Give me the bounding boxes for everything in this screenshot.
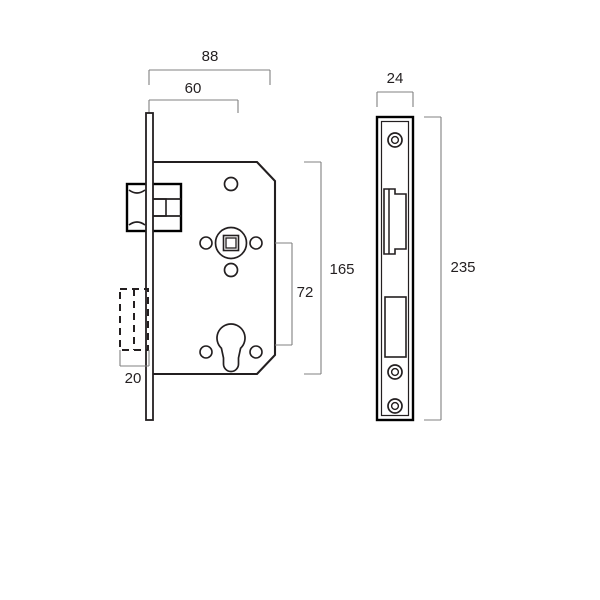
dimension-line-24 — [376, 91, 414, 107]
dimension-faceplate-offset: 20 — [119, 350, 150, 387]
dimension-faceplate-width: 24 — [376, 70, 414, 107]
faceplate-screw-hole-lower-inner — [390, 367, 400, 377]
euro-cylinder-keyhole — [216, 323, 246, 373]
deadbolt-bottom-curve — [128, 221, 146, 226]
dimension-faceplate-height: 235 — [424, 116, 476, 421]
side-view-faceplate — [375, 115, 415, 422]
faceplate-latch-aperture — [383, 188, 407, 255]
spindle-square-inner — [225, 237, 237, 249]
faceplate-screw-hole-bottom-inner — [390, 401, 400, 411]
dimension-label-centres: 72 — [297, 284, 314, 301]
faceplate-strip-front — [145, 112, 154, 421]
dimension-line-88 — [148, 69, 271, 85]
spindle-follower — [214, 226, 248, 260]
dimension-line-235 — [424, 116, 442, 421]
dimension-case-height: 165 — [304, 161, 355, 375]
deadbolt-top-curve — [128, 189, 146, 194]
dimension-label-case-height: 165 — [329, 261, 354, 278]
case-fixing-holes — [199, 176, 263, 359]
dimension-label-backset: 60 — [185, 80, 202, 97]
fixing-hole-top — [223, 176, 239, 192]
faceplate-strip — [145, 112, 154, 421]
dimension-label-faceplate-offset: 20 — [125, 370, 142, 387]
fixing-hole-left-cylinder — [199, 345, 213, 359]
fixing-hole-right-spindle — [249, 236, 263, 250]
fixing-hole-right-cylinder — [249, 345, 263, 359]
dimension-label-faceplate-width: 24 — [387, 70, 404, 87]
dimension-line-165 — [304, 161, 322, 375]
dimension-line-72 — [275, 242, 293, 346]
faceplate-deadbolt-aperture — [384, 296, 407, 358]
faceplate-offset-indicator — [119, 288, 149, 351]
dimension-case-width: 88 — [148, 48, 271, 85]
dimension-label-case-width: 88 — [202, 48, 219, 65]
keyhole-profile — [216, 323, 246, 373]
dimension-label-faceplate-height: 235 — [450, 259, 475, 276]
dimension-line-20 — [119, 350, 150, 367]
dimension-backset: 60 — [148, 80, 239, 113]
dimension-line-60 — [148, 99, 239, 113]
fixing-hole-middle — [223, 262, 239, 278]
dimension-centres: 72 — [275, 242, 314, 346]
fixing-hole-left-spindle — [199, 236, 213, 250]
deadbolt-assembly — [125, 182, 149, 233]
faceplate-screw-hole-top-inner — [390, 135, 400, 145]
